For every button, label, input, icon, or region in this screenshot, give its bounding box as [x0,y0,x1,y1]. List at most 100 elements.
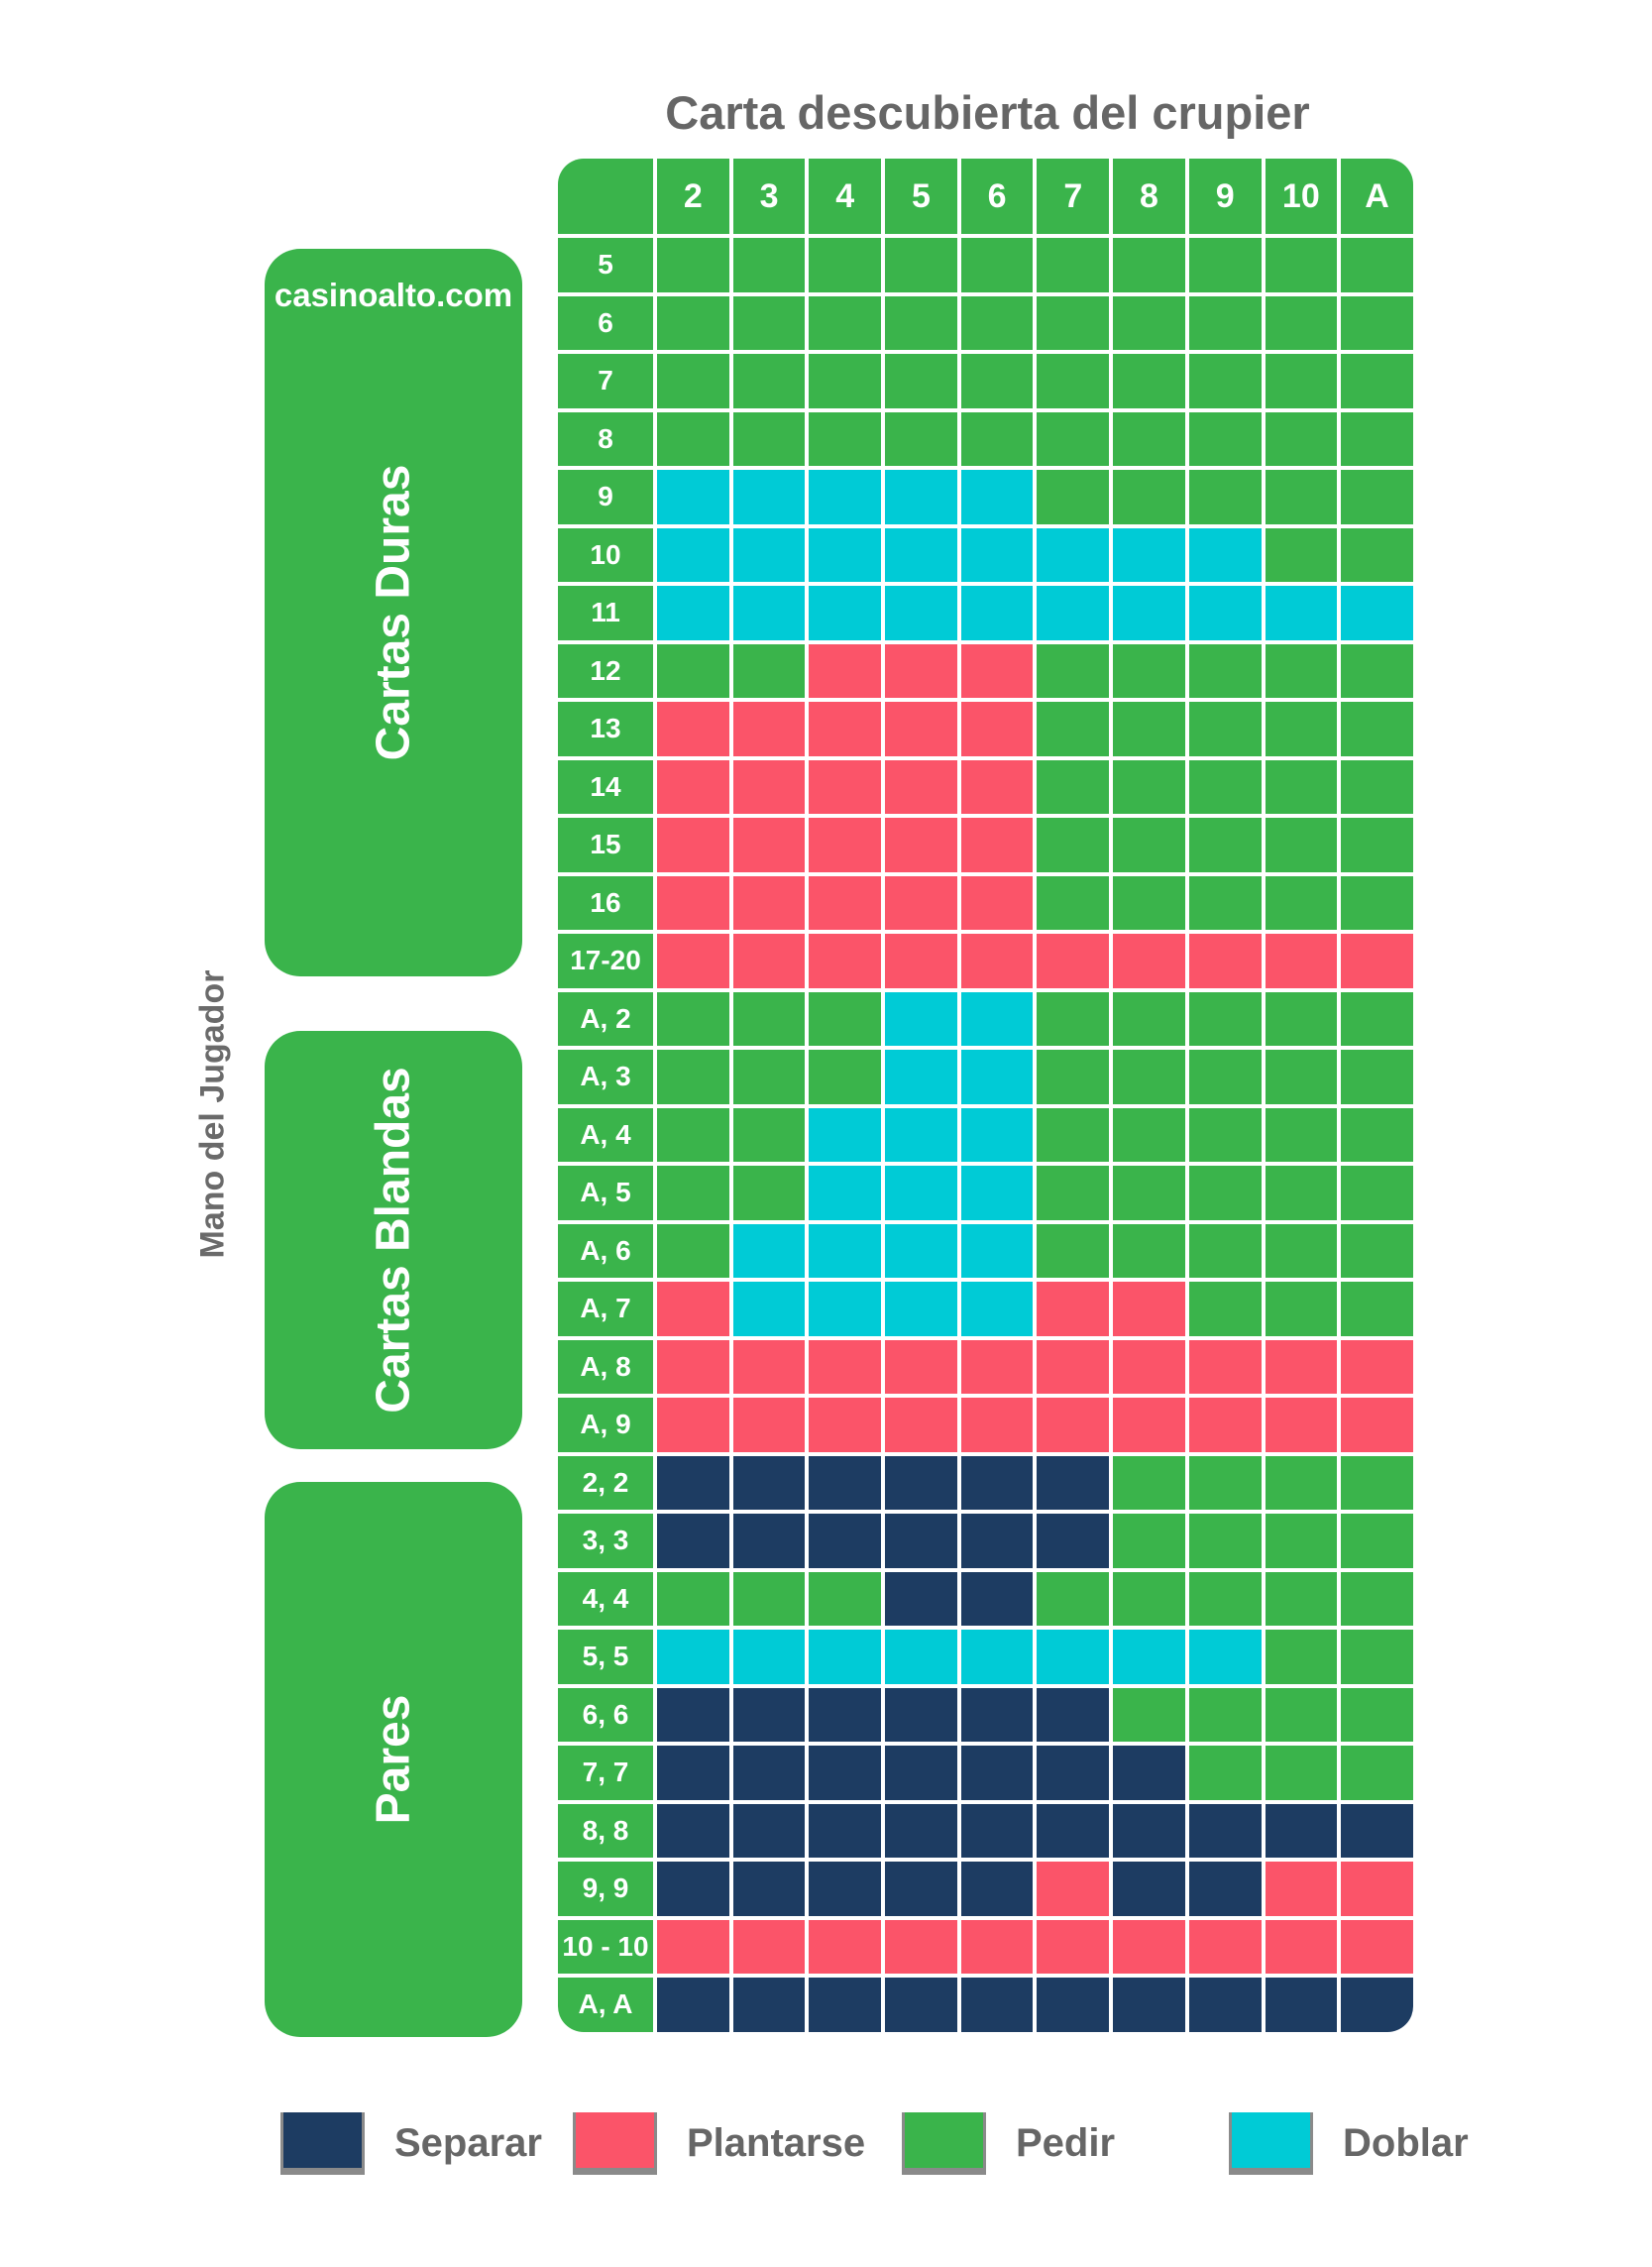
strategy-cell [960,934,1034,988]
row-label: 11 [558,586,653,640]
strategy-cell [1188,1223,1262,1278]
strategy-cell [1341,759,1413,814]
row-label: 6 [558,295,653,350]
strategy-cell [960,1862,1034,1916]
strategy-cell [1188,818,1262,872]
strategy-cell [657,295,729,350]
strategy-cell [1188,1050,1262,1104]
strategy-cell [809,702,882,756]
strategy-cell [1037,759,1110,814]
strategy-cell [1113,934,1185,988]
strategy-cell [732,702,806,756]
strategy-cell [1037,527,1110,582]
strategy-cell [1265,354,1338,408]
strategy-cell [1341,1223,1413,1278]
strategy-cell [960,1223,1034,1278]
strategy-cell [657,818,729,872]
strategy-cell [1037,1514,1110,1568]
strategy-cell [885,875,957,930]
strategy-cell [885,702,957,756]
row-label: 5 [558,238,653,292]
strategy-cell [1265,238,1338,292]
strategy-cell [809,1630,882,1684]
strategy-cell [809,1687,882,1742]
strategy-cell [1113,1746,1185,1800]
strategy-cell [657,1282,729,1336]
strategy-cell [960,1050,1034,1104]
strategy-cell [1188,759,1262,814]
strategy-cell [809,411,882,466]
strategy-cell [1188,586,1262,640]
strategy-cell [657,643,729,698]
strategy-cell [1037,295,1110,350]
strategy-cell [1341,1398,1413,1452]
strategy-cell [657,1978,729,2032]
strategy-cell [809,1571,882,1626]
row-label: 8, 8 [558,1803,653,1858]
strategy-cell [809,1050,882,1104]
strategy-cell [1037,238,1110,292]
dealer-card-header: 5 [885,159,957,234]
legend-swatch [902,2111,986,2175]
strategy-cell [809,354,882,408]
dealer-card-header: 6 [960,159,1034,234]
strategy-cell [1265,527,1338,582]
strategy-cell [960,1339,1034,1394]
strategy-cell [732,1630,806,1684]
strategy-cell [732,470,806,524]
strategy-cell [657,1862,729,1916]
strategy-cell [809,991,882,1046]
legend-item: Doblar [1229,2108,1469,2178]
strategy-cell [657,1455,729,1510]
strategy-cell [885,1455,957,1510]
strategy-cell [657,1746,729,1800]
strategy-cell [885,1514,957,1568]
strategy-cell [1113,1978,1185,2032]
strategy-cell [809,238,882,292]
dealer-card-header: 4 [809,159,882,234]
strategy-cell [1188,238,1262,292]
strategy-cell [1341,1630,1413,1684]
strategy-cell [1037,875,1110,930]
strategy-cell [1265,1919,1338,1974]
strategy-cell [1037,1455,1110,1510]
strategy-cell [885,1571,957,1626]
strategy-cell [657,934,729,988]
strategy-cell [809,1514,882,1568]
dealer-card-header: 9 [1188,159,1262,234]
row-label: A, 6 [558,1223,653,1278]
player-hand-axis-label: Mano del Jugador [193,969,232,1259]
strategy-cell [1265,1862,1338,1916]
strategy-cell [1188,1630,1262,1684]
strategy-cell [1341,1455,1413,1510]
strategy-cell [1037,470,1110,524]
strategy-cell [809,1978,882,2032]
strategy-cell [1341,1050,1413,1104]
strategy-cell [1113,1398,1185,1452]
strategy-cell [657,1050,729,1104]
strategy-cell [1341,238,1413,292]
strategy-cell [1188,1746,1262,1800]
strategy-cell [1037,1746,1110,1800]
strategy-cell [885,1223,957,1278]
strategy-cell [1113,1862,1185,1916]
strategy-cell [732,1107,806,1162]
strategy-cell [1341,818,1413,872]
strategy-cell [1265,818,1338,872]
strategy-cell [1265,1746,1338,1800]
row-label: 9, 9 [558,1862,653,1916]
strategy-cell [732,1514,806,1568]
strategy-cell [732,411,806,466]
strategy-cell [657,1630,729,1684]
strategy-cell [732,934,806,988]
strategy-cell [1265,586,1338,640]
strategy-cell [885,411,957,466]
strategy-cell [1265,1223,1338,1278]
strategy-cell [1037,991,1110,1046]
strategy-cell [809,295,882,350]
strategy-cell [732,1803,806,1858]
strategy-cell [809,759,882,814]
strategy-cell [732,643,806,698]
strategy-cell [1265,1687,1338,1742]
strategy-cell [732,1571,806,1626]
